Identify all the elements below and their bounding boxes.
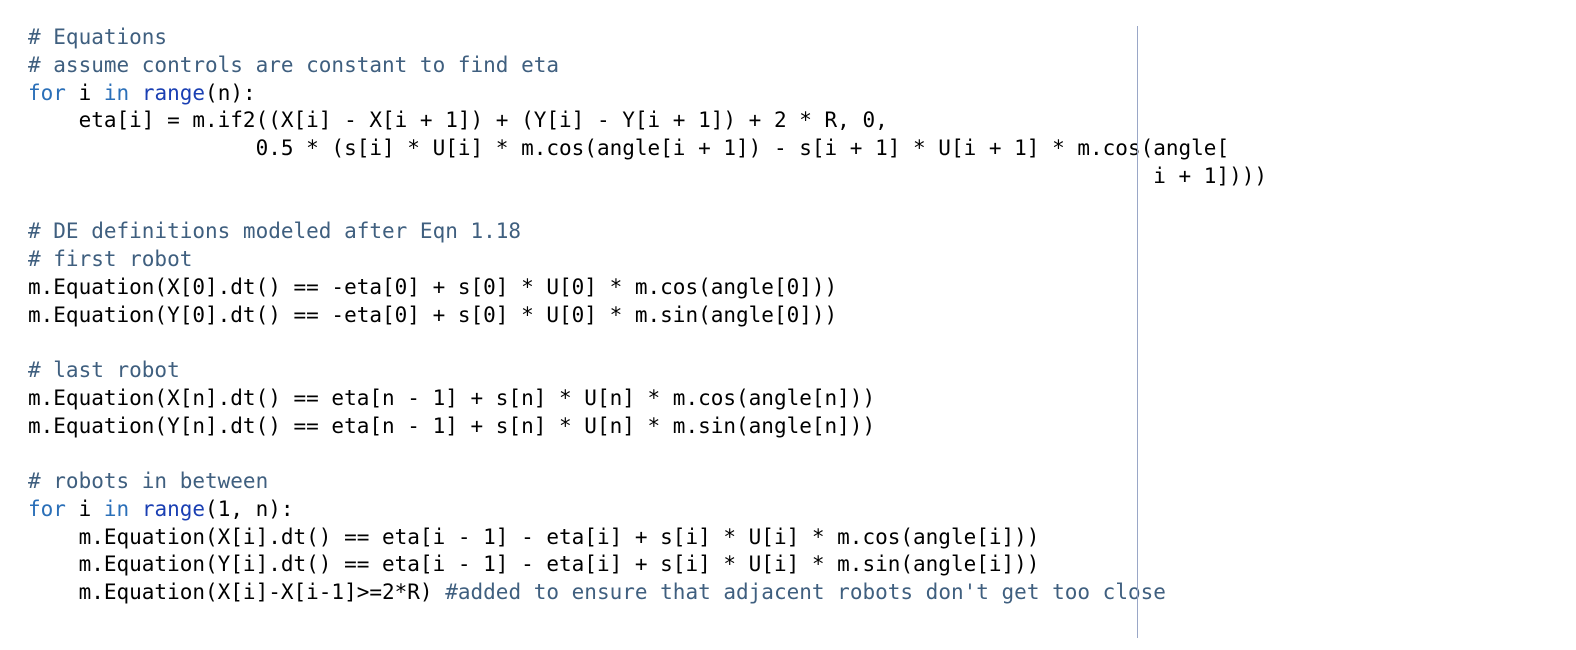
code-line: 0.5 * (s[i] * U[i] * m.cos(angle[i + 1])…	[28, 135, 1267, 163]
code-token-plain: i	[65, 496, 104, 521]
code-token-comment: # first robot	[28, 247, 193, 271]
code-line: m.Equation(X[n].dt() == eta[n - 1] + s[n…	[28, 385, 1267, 413]
code-line: for i in range(1, n):	[28, 496, 1267, 524]
code-line: m.Equation(Y[0].dt() == -eta[0] + s[0] *…	[28, 302, 1267, 330]
code-line	[28, 191, 1267, 219]
code-line	[28, 440, 1267, 468]
code-token-comment: # assume controls are constant to find e…	[28, 52, 560, 77]
code-token-kw: for	[28, 496, 66, 521]
code-token-plain: i + 1])))	[28, 163, 1268, 188]
code-token-plain: m.Equation(X[i]-X[i-1]>=2*R)	[28, 580, 446, 604]
code-token-kw: for	[28, 80, 66, 105]
code-token-plain: m.Equation(X[0].dt() == -eta[0] + s[0] *…	[28, 274, 838, 299]
code-line: m.Equation(X[i]-X[i-1]>=2*R) #added to e…	[28, 579, 1267, 607]
code-line: m.Equation(X[i].dt() == eta[i - 1] - eta…	[28, 524, 1267, 552]
code-token-builtin: range	[141, 80, 206, 105]
code-token-plain: i	[65, 80, 104, 105]
code-token-plain: m.Equation(Y[i].dt() == eta[i - 1] - eta…	[28, 552, 1040, 577]
code-line: # assume controls are constant to find e…	[28, 52, 1267, 80]
code-line: # last robot	[28, 357, 1267, 385]
code-token-comment: # DE definitions modeled after Eqn 1.18	[28, 219, 522, 244]
code-token-plain: eta[i] = m.if2((X[i] - X[i + 1]) + (Y[i]…	[28, 108, 888, 133]
code-line: eta[i] = m.if2((X[i] - X[i + 1]) + (Y[i]…	[28, 107, 1267, 135]
code-area[interactable]: # Equations # assume controls are constan…	[28, 24, 1267, 607]
code-line: # first robot	[28, 246, 1267, 274]
code-token-plain: m.Equation(Y[0].dt() == -eta[0] + s[0] *…	[28, 302, 838, 327]
code-token-plain: m.Equation(X[i].dt() == eta[i - 1] - eta…	[28, 524, 1040, 549]
code-line: m.Equation(Y[n].dt() == eta[n - 1] + s[n…	[28, 413, 1267, 441]
code-line: # robots in between	[28, 468, 1267, 496]
code-line: i + 1])))	[28, 163, 1267, 191]
code-token-comment: #added to ensure that adjacent robots do…	[445, 580, 1166, 604]
code-token-plain	[129, 81, 142, 105]
code-token-kw: in	[103, 80, 130, 105]
code-line: # DE definitions modeled after Eqn 1.18	[28, 218, 1267, 246]
code-token-plain: (1, n):	[205, 496, 294, 521]
code-line: m.Equation(X[0].dt() == -eta[0] + s[0] *…	[28, 274, 1267, 302]
code-token-comment: # last robot	[28, 358, 180, 382]
code-line: for i in range(n):	[28, 80, 1267, 108]
code-line: # Equations	[28, 24, 1267, 52]
code-token-plain: m.Equation(Y[n].dt() == eta[n - 1] + s[n…	[28, 413, 876, 438]
code-token-plain: (n):	[205, 80, 256, 105]
code-token-kw: in	[103, 496, 130, 521]
code-token-plain: 0.5 * (s[i] * U[i] * m.cos(angle[i + 1])…	[28, 136, 1230, 160]
code-line: m.Equation(Y[i].dt() == eta[i - 1] - eta…	[28, 551, 1267, 579]
code-line	[28, 329, 1267, 357]
print-margin-line	[1137, 26, 1138, 638]
code-token-plain	[129, 497, 142, 521]
code-token-comment: # Equations	[28, 25, 168, 49]
code-token-comment: # robots in between	[28, 469, 269, 493]
code-token-builtin: range	[141, 496, 206, 521]
code-token-plain: m.Equation(X[n].dt() == eta[n - 1] + s[n…	[28, 385, 876, 410]
